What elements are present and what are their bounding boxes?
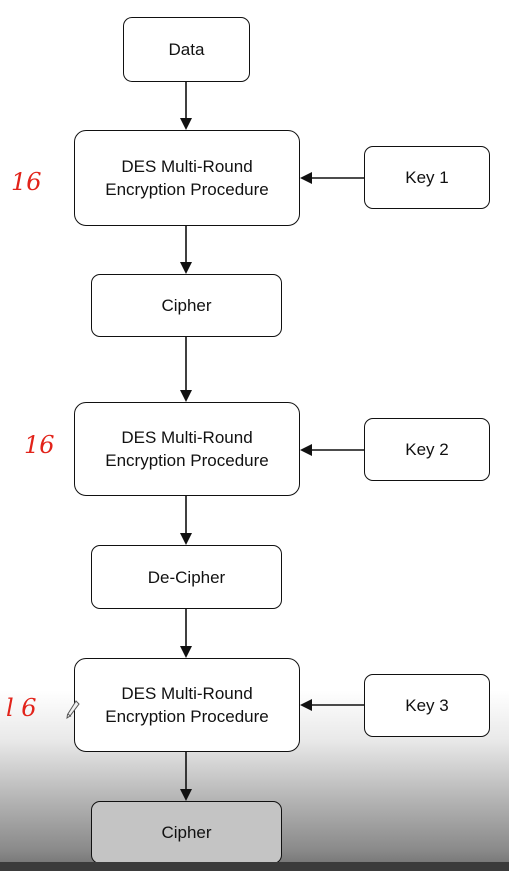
output-cipher-label: Cipher [161, 823, 212, 842]
key1-label: Key 1 [405, 168, 449, 187]
cipher-box: Cipher [91, 274, 282, 337]
key2-label: Key 2 [405, 440, 449, 459]
arrow-stage3-to-output [180, 752, 192, 801]
rounds-note-3: l 6 [6, 694, 37, 722]
des-encryption-box-3: DES Multi-Round Encryption Procedure [74, 658, 300, 752]
output-cipher-box: Cipher [91, 801, 282, 864]
key3-box: Key 3 [364, 674, 490, 737]
pencil-icon[interactable] [66, 700, 80, 720]
arrow-key1-to-stage1 [300, 172, 364, 184]
des-encryption-label-2: DES Multi-Round Encryption Procedure [105, 428, 269, 470]
arrow-key2-to-stage2 [300, 444, 364, 456]
arrow-stage2-to-decipher [180, 496, 192, 545]
rounds-note-1: 16 [11, 168, 42, 196]
des-encryption-label-3: DES Multi-Round Encryption Procedure [105, 684, 269, 726]
arrow-stage1-to-cipher [180, 226, 192, 274]
key1-box: Key 1 [364, 146, 490, 209]
screen-bottom-edge [0, 862, 509, 871]
arrow-decipher-to-stage3 [180, 609, 192, 658]
decipher-box: De-Cipher [91, 545, 282, 609]
rounds-note-2: 16 [24, 431, 55, 459]
cipher-label: Cipher [161, 296, 212, 315]
data-box: Data [123, 17, 250, 82]
data-box-label: Data [168, 40, 205, 59]
key3-label: Key 3 [405, 696, 449, 715]
decipher-label: De-Cipher [147, 567, 226, 587]
des-encryption-box-1: DES Multi-Round Encryption Procedure [74, 130, 300, 226]
des-encryption-label-1: DES Multi-Round Encryption Procedure [105, 157, 269, 199]
arrow-data-to-stage1 [180, 82, 192, 130]
key2-box: Key 2 [364, 418, 490, 481]
arrow-cipher-to-stage2 [180, 337, 192, 402]
arrow-key3-to-stage3 [300, 699, 364, 711]
des-encryption-box-2: DES Multi-Round Encryption Procedure [74, 402, 300, 496]
